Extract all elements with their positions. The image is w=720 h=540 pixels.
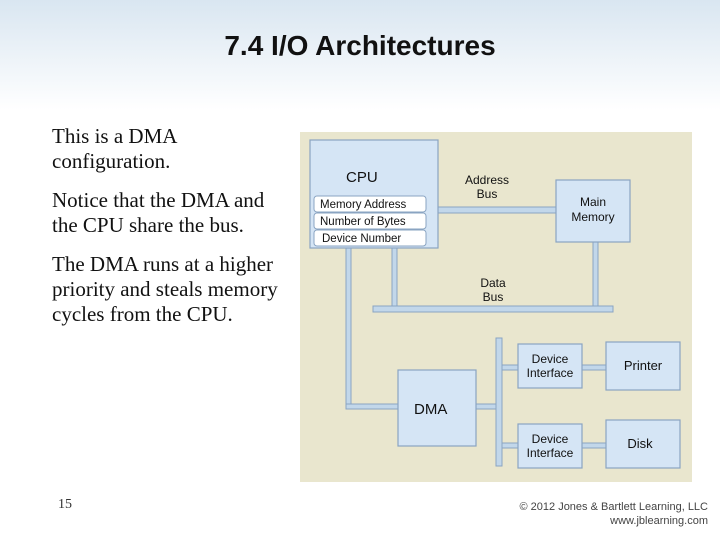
register-number-of-bytes-label: Number of Bytes xyxy=(320,216,406,228)
register-device-number xyxy=(313,229,427,247)
title-background xyxy=(0,0,720,110)
device-interface-box-2 xyxy=(517,423,583,469)
devif2-disk-connector xyxy=(581,442,607,449)
device-interface-box-1 xyxy=(517,343,583,389)
copyright-line-2: www.jblearning.com xyxy=(610,515,708,527)
cpu-data-connector xyxy=(391,247,398,307)
io-devif2-connector xyxy=(501,442,519,449)
register-memory-address-label: Memory Address xyxy=(320,199,407,211)
cpu-dma-connector xyxy=(345,247,352,409)
data-bus xyxy=(372,305,614,313)
address-bus-label-line1: Address xyxy=(465,173,509,187)
dma-io-connector xyxy=(475,403,497,410)
disk-box xyxy=(605,419,681,469)
bullet-3: The DMA runs at a higher priority and st… xyxy=(52,252,278,326)
main-memory-box xyxy=(555,179,631,243)
address-bus xyxy=(437,206,557,214)
bullet-1: This is a DMA configuration. xyxy=(52,124,177,173)
copyright-line-1: © 2012 Jones & Bartlett Learning, LLC xyxy=(519,501,709,513)
device-interface-1-label-line1: Device xyxy=(532,352,569,366)
device-interface-2-label-line2: Interface xyxy=(527,446,574,460)
main-memory-label-line1: Main xyxy=(580,195,606,209)
data-bus-label-line2: Bus xyxy=(483,290,504,304)
bullet-list: This is a DMA configuration. Notice that… xyxy=(52,124,282,341)
printer-label: Printer xyxy=(624,358,663,373)
register-number-of-bytes xyxy=(313,212,427,230)
data-bus-label-line1: Data xyxy=(480,276,506,290)
register-memory-address xyxy=(313,195,427,213)
cpu-label: CPU xyxy=(346,169,378,186)
register-device-number-label: Device Number xyxy=(322,233,401,245)
copyright: © 2012 Jones & Bartlett Learning, LLC ww… xyxy=(520,500,709,528)
io-devif1-connector xyxy=(501,364,519,371)
dma-box xyxy=(397,369,477,447)
dma-label: DMA xyxy=(414,401,447,418)
address-bus-label-line2: Bus xyxy=(477,187,498,201)
cpu-dma-connector-h xyxy=(345,403,399,410)
slide-title: 7.4 I/O Architectures xyxy=(224,30,496,61)
printer-box xyxy=(605,341,681,391)
main-memory-label-line2: Memory xyxy=(571,210,614,224)
devif1-printer-connector xyxy=(581,364,607,371)
io-bus xyxy=(495,337,503,467)
device-interface-2-label-line1: Device xyxy=(532,432,569,446)
memory-data-connector xyxy=(592,241,599,307)
disk-label: Disk xyxy=(627,436,653,451)
bullet-2: Notice that the DMA and the CPU share th… xyxy=(52,188,265,237)
device-interface-1-label-line2: Interface xyxy=(527,366,574,380)
page-number: 15 xyxy=(58,497,72,512)
